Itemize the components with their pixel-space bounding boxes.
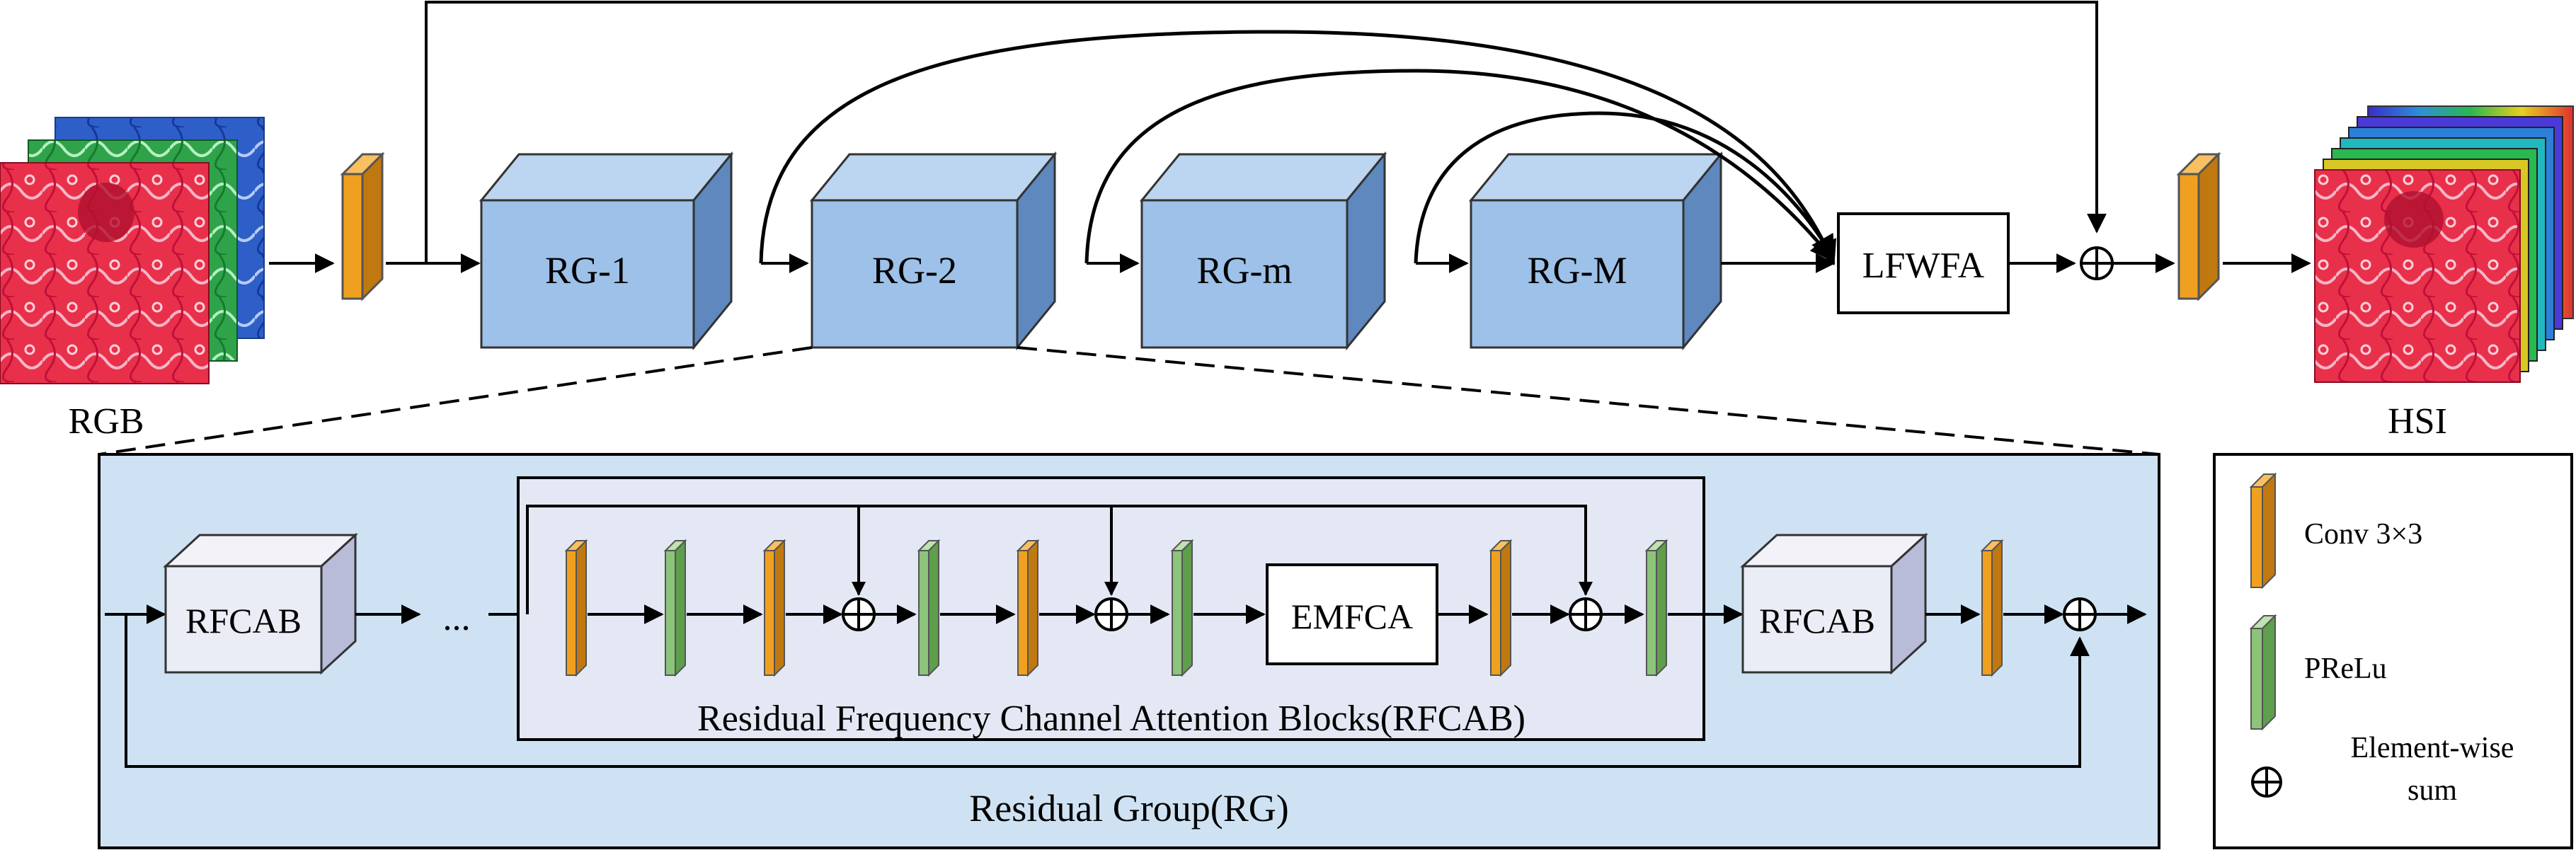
- rfcab-conv-2: [764, 540, 785, 676]
- legend-conv-label: Conv 3×3: [2304, 518, 2422, 551]
- legend-sum-label-2: sum: [2408, 774, 2457, 807]
- rg-block-m-label: RG-m: [1197, 249, 1293, 292]
- rfcab-prelu-4: [1646, 540, 1667, 676]
- rg-detail-panel: RFCAB ... Residual Frequency Channel Att…: [98, 453, 2160, 849]
- rgb-input-stack: [0, 117, 265, 384]
- rfcab-conv-4: [1490, 540, 1511, 676]
- rg-block-2-label: RG-2: [872, 249, 957, 292]
- rg-block-M: RG-M: [1468, 151, 1724, 351]
- legend-prelu-label: PReLu: [2304, 653, 2387, 685]
- conv-input: [340, 151, 385, 301]
- zoom-line-right: [1017, 346, 2160, 456]
- fusion-connections: [759, 30, 1837, 266]
- rg-conv-end: [1981, 540, 2003, 676]
- rfcab-detail-title: Residual Frequency Channel Attention Blo…: [697, 699, 1525, 739]
- legend-prelu-icon: [2249, 614, 2277, 731]
- legend: Conv 3×3 PReLu Element-wise sum: [2213, 453, 2573, 849]
- rfcab-conv-3: [1017, 540, 1038, 676]
- lfwfa-label: LFWFA: [1862, 246, 1985, 286]
- rfcab-prelu-2: [918, 540, 939, 676]
- rg-panel-title: Residual Group(RG): [969, 787, 1288, 829]
- rfcab-sum-icon-1: [842, 597, 876, 631]
- rfcab-left-label: RFCAB: [185, 601, 302, 641]
- rgb-label: RGB: [69, 401, 144, 442]
- rg-block-2: RG-2: [809, 151, 1058, 351]
- rg-skip-connection: [125, 614, 2090, 768]
- rg-block-1: RG-1: [479, 151, 734, 351]
- rfcab-block-right: RFCAB: [1740, 532, 1928, 675]
- rg-block-1-label: RG-1: [545, 249, 630, 292]
- conv-output: [2176, 151, 2221, 301]
- rg-block-m: RG-m: [1139, 151, 1387, 351]
- rfcab-inner-skips: [526, 505, 1593, 614]
- rfcab-conv-1: [566, 540, 587, 676]
- rfcab-prelu-1: [665, 540, 686, 676]
- emfca-label: EMFCA: [1291, 597, 1413, 636]
- rfcab-sum-icon-2: [1094, 597, 1128, 631]
- rg-block-M-label: RG-M: [1527, 249, 1627, 292]
- sum-icon-top: [2080, 246, 2114, 280]
- legend-sum-label-1: Element-wise: [2351, 732, 2514, 764]
- rfcab-sum-icon-3: [1569, 597, 1603, 631]
- legend-sum-icon: [2251, 766, 2282, 798]
- rfcab-prelu-3: [1172, 540, 1193, 676]
- zoom-line-left: [98, 346, 813, 456]
- hsi-label: HSI: [2388, 401, 2447, 442]
- lfwfa-block: LFWFA: [1837, 212, 2010, 314]
- rfcab-block-left: RFCAB: [163, 532, 358, 675]
- rg-sum-icon: [2063, 597, 2097, 631]
- hsi-output-stack: [2314, 105, 2574, 383]
- ellipsis: ...: [443, 598, 471, 638]
- emfca-block: EMFCA: [1266, 563, 1438, 665]
- rfcab-right-label: RFCAB: [1759, 601, 1875, 641]
- legend-conv-icon: [2249, 472, 2277, 590]
- global-skip-connection: [425, 1, 2107, 263]
